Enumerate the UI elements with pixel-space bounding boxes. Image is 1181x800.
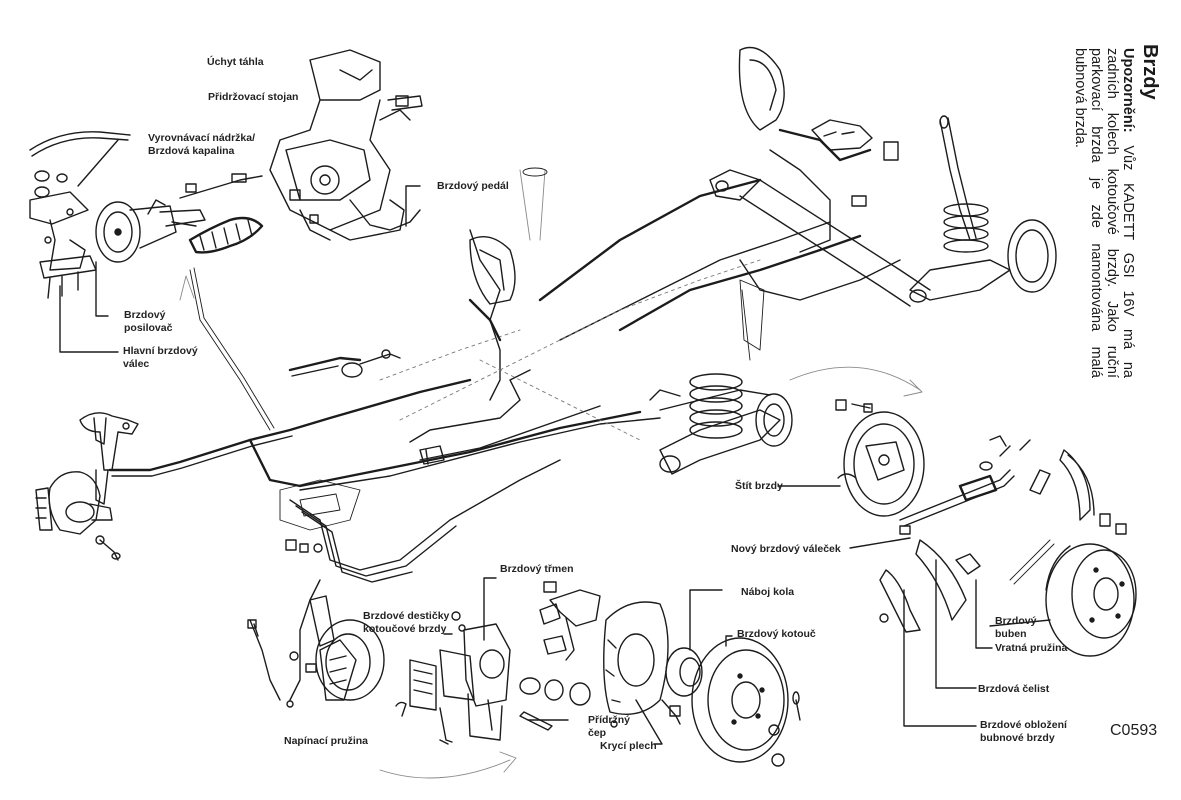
drum-backplate: [835, 399, 925, 517]
brake-drum: [1045, 543, 1137, 657]
label-brake-disc: Brzdový kotouč: [737, 628, 816, 640]
direction-arrows: [179, 275, 923, 779]
page-title: Brzdy: [1139, 44, 1161, 100]
label-backplate: Štít brzdy: [735, 480, 783, 492]
master-cylinder-assembly: [29, 131, 264, 299]
front-right-strut: [247, 595, 385, 708]
label-wheel-hub: Náboj kola: [741, 586, 795, 598]
hub-and-disc: [661, 637, 801, 767]
handbrake-lever: [288, 349, 401, 378]
leader-lines: [59, 139, 1051, 745]
label-drum-line2: buben: [995, 628, 1027, 640]
label-return-spring: Vratná pružina: [995, 642, 1068, 654]
label-lining-line2: bubnové brzdy: [980, 732, 1055, 744]
drum-brake-parts: [879, 435, 1127, 633]
rear-right-axle-center: [649, 373, 793, 475]
label-uchyt-tahla: Úchyt táhla: [207, 56, 264, 68]
label-reservoir-line1: Vyrovnávací nádržka/: [148, 132, 255, 144]
label-master-cylinder-line2: válec: [123, 358, 150, 370]
figure-code: C0593: [1110, 722, 1158, 739]
label-pads-line2: kotoučové brzdy: [363, 623, 447, 635]
rear-left-hub: [419, 236, 516, 465]
pedal-box: [269, 49, 423, 241]
disc-caliper-parts: [395, 581, 618, 743]
splash-shield: [603, 601, 669, 715]
label-caliper: Brzdový třmen: [500, 563, 574, 575]
label-tension-spring: Napínací pružina: [284, 735, 369, 747]
label-wheel-cylinder: Nový brzdový váleček: [731, 543, 841, 555]
label-cover-plate: Krycí plech: [600, 740, 657, 752]
note-lead: Upozornění:: [1120, 48, 1136, 133]
label-booster-line2: posilovač: [124, 322, 173, 334]
proportioning-valve-area: [279, 479, 361, 553]
label-brake-shoe: Brzdová čelist: [978, 683, 1050, 695]
rear-axle-top-right: [709, 46, 1057, 307]
label-reservoir-line2: Brzdová kapalina: [148, 145, 235, 157]
label-drum-line1: Brzdový: [995, 615, 1037, 627]
label-brake-pedal: Brzdový pedál: [437, 180, 509, 192]
label-master-cylinder-line1: Hlavní brzdový: [123, 345, 198, 357]
label-retaining-pin-line2: čep: [588, 727, 607, 739]
warning-note: Upozornění: Vůz KADETT GSI 16V má na zad…: [1072, 48, 1136, 378]
brake-lines: [108, 128, 901, 701]
label-booster-line1: Brzdový: [124, 309, 166, 321]
label-pads-line1: Brzdové destičky: [363, 610, 450, 622]
front-left-strut: [35, 412, 139, 561]
label-pridrzovaci-stojan: Přidržovací stojan: [208, 91, 299, 103]
label-lining-line1: Brzdové obložení: [980, 719, 1067, 731]
label-retaining-pin-line1: Přídržný: [588, 714, 631, 726]
body-outline: [379, 167, 765, 441]
